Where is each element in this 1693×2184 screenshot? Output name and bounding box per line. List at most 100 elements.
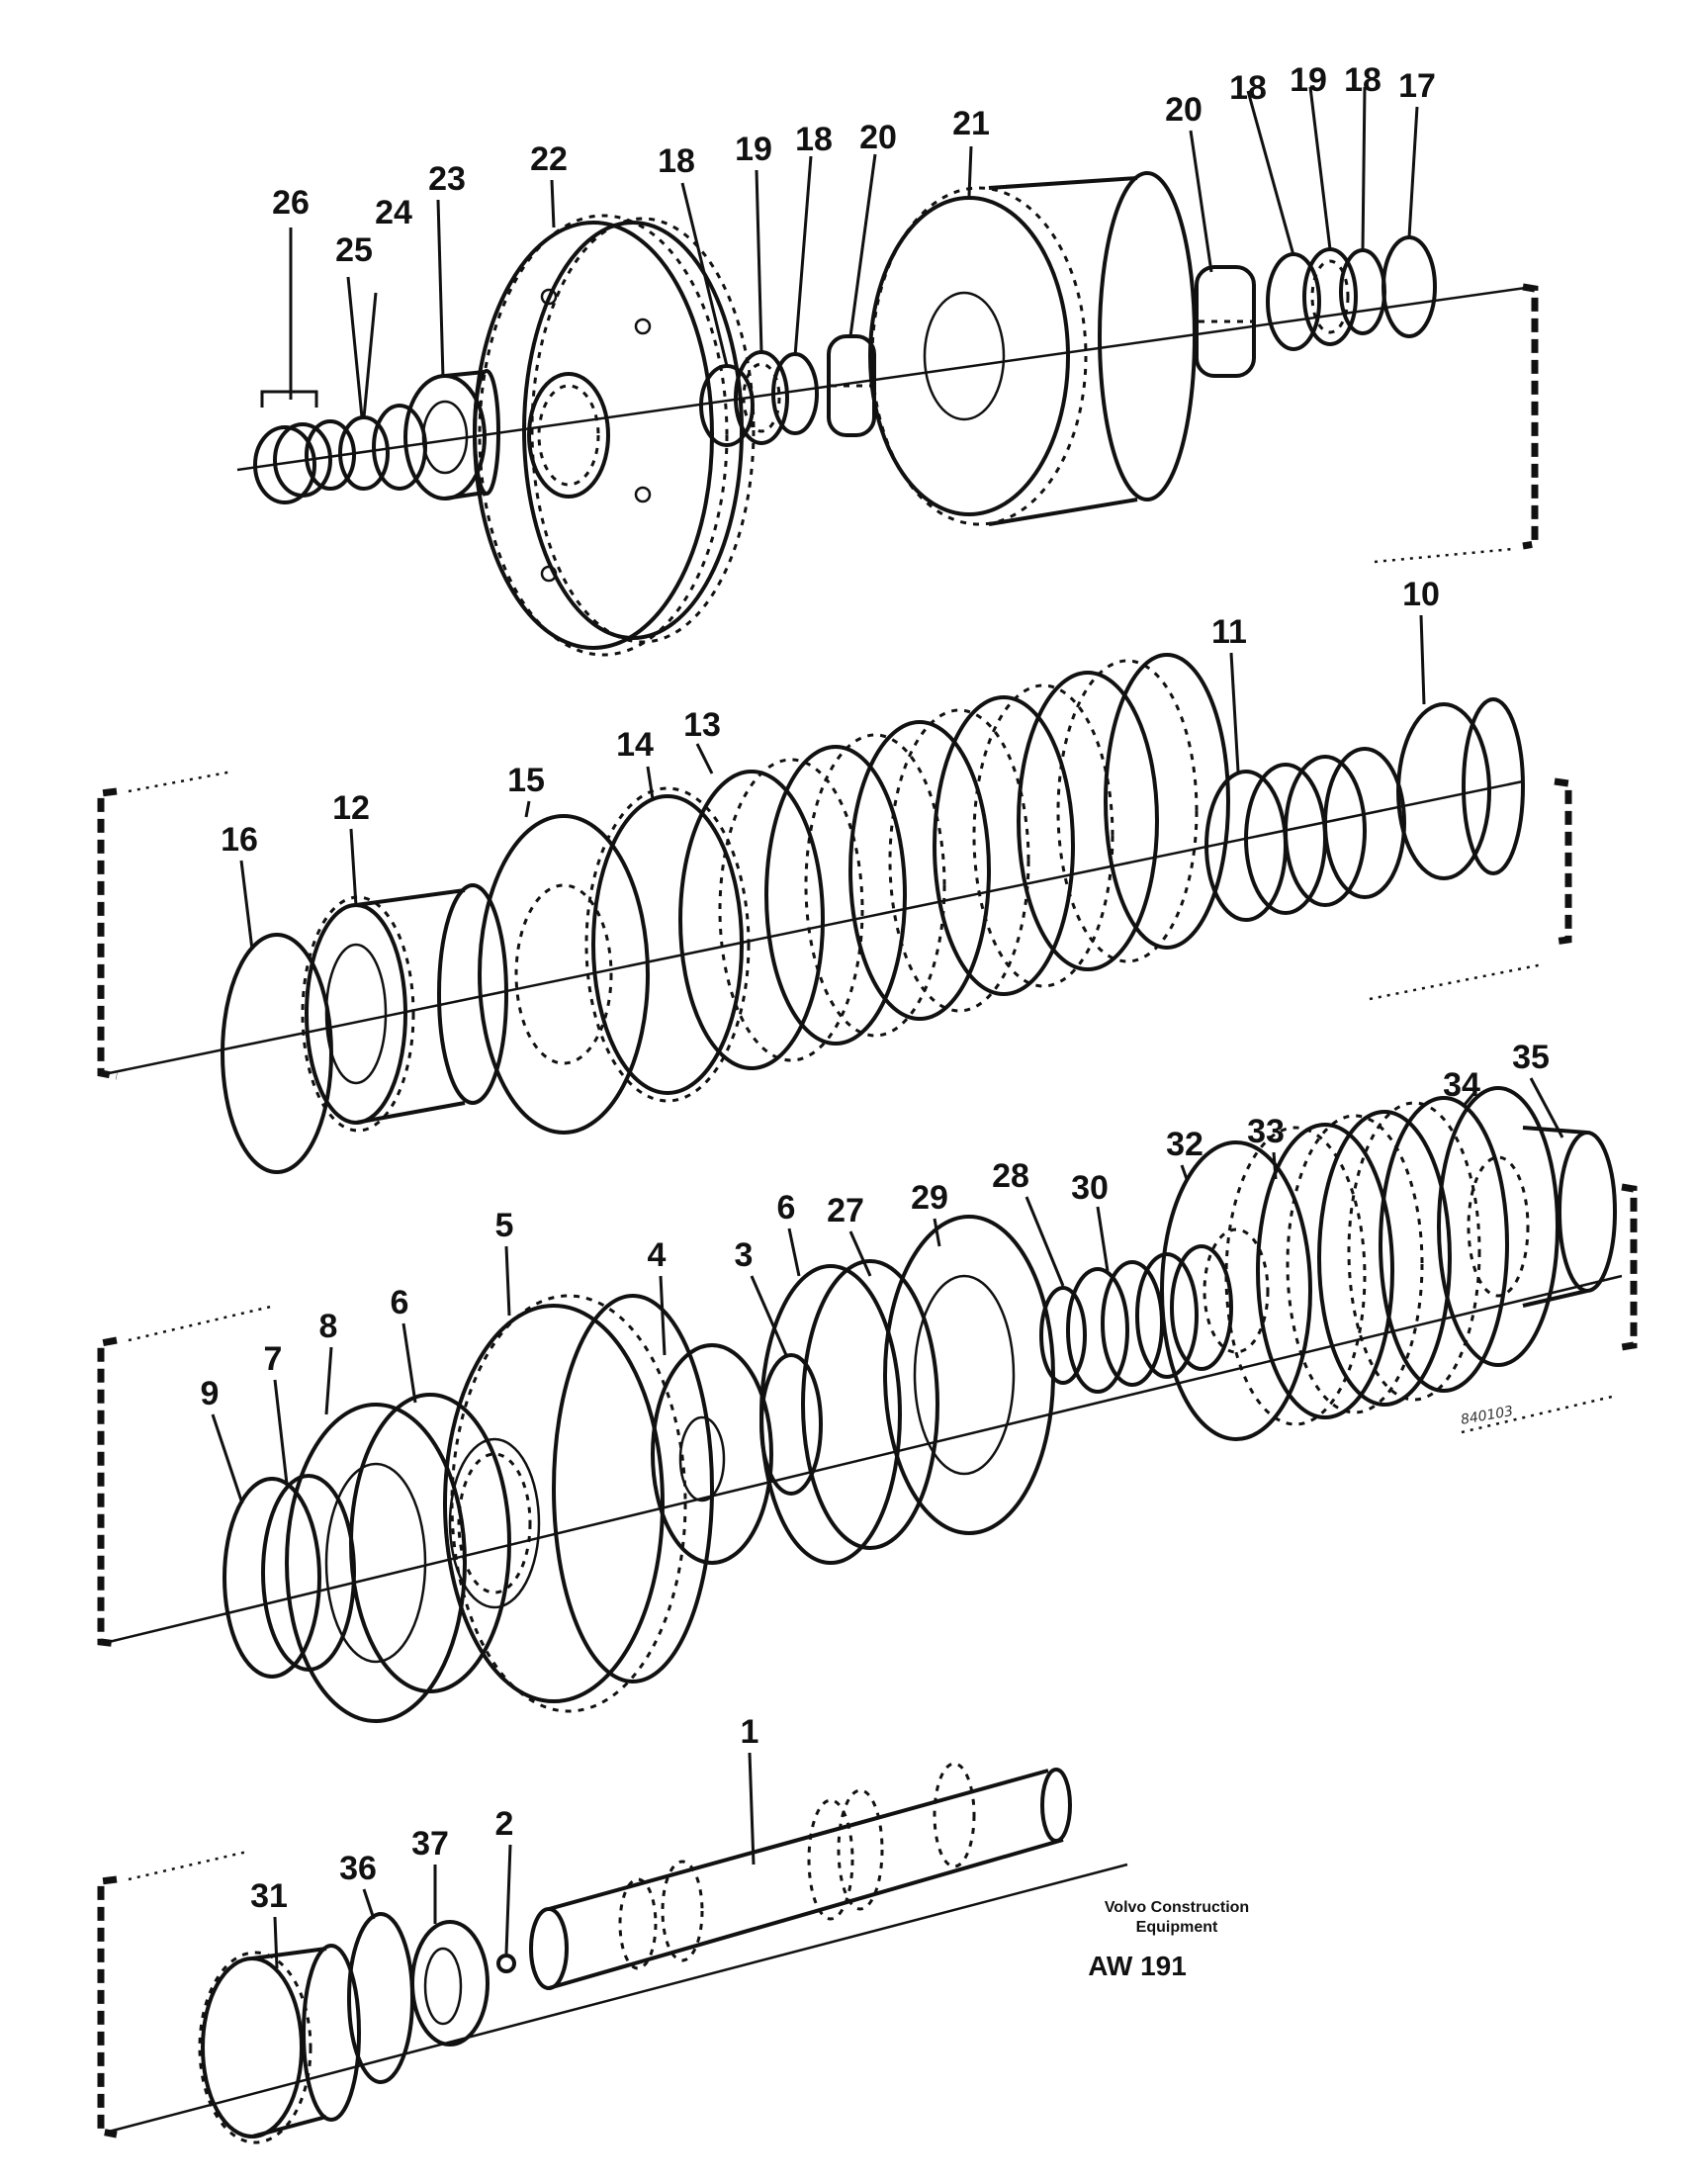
plate-34-spline [1467,1155,1530,1298]
leader-16 [239,860,254,951]
gear-22-hub [527,372,610,499]
shaft-1-spline-c [933,1762,976,1868]
plate-pack-13 [678,653,1230,1070]
hub-31-back [302,1944,361,2122]
drum-21-bore [923,291,1006,421]
spring-30-coil-4 [1170,1244,1233,1371]
ring-28 [1039,1286,1087,1385]
drawing-code: AW 191 [1088,1951,1187,1981]
ring-35 [1558,1131,1617,1293]
shaft-1-body [548,1769,1064,1990]
plate-33-3 [1286,1114,1424,1414]
gear-22-hole-4 [540,565,558,583]
row-3-axis [108,1274,1623,1644]
disc-14-teeth [584,786,751,1103]
callout-35: 35 [1512,1039,1550,1076]
ring-26b [273,422,332,498]
gear-5-face [443,1304,665,1703]
callout-14: 14 [616,726,654,764]
plate-33-5 [1347,1101,1481,1402]
row-2-dotted-left [128,770,233,793]
gear-22-hub-spline [537,384,600,487]
leader-19a [755,169,763,353]
leader-19b [1308,86,1332,250]
shaft-1-section-b [661,1860,704,1962]
shaft-1-section-a [618,1877,658,1970]
piston-8-bore [324,1462,427,1664]
bearing-23-inner [421,400,469,475]
callout-2: 2 [495,1805,514,1843]
callout-28: 28 [992,1157,1029,1195]
gear-5-hub [448,1437,541,1609]
row-1-bracket [1522,283,1539,550]
leader-24 [362,292,378,418]
gear-22-hole-1 [540,288,558,306]
ring-6a [349,1393,511,1693]
ball-2 [496,1954,516,1973]
gear-22-face [473,221,714,650]
hub-31-front [201,1956,304,2138]
callout-31: 31 [250,1877,288,1915]
leader-31 [273,1916,279,1969]
callout-20a: 20 [859,119,897,156]
row-2-assembly [97,653,1572,1174]
leader-33 [1272,1151,1278,1180]
plate-33-2 [1256,1123,1394,1419]
disc-4 [651,1343,773,1565]
callout-29: 29 [911,1179,948,1217]
leader-17 [1407,106,1419,238]
callout-13: 13 [683,706,721,744]
row-2-left-bracket [97,787,118,1080]
retainer-10 [1396,702,1491,880]
leader-5 [504,1245,511,1317]
plate-13-9 [1017,671,1159,971]
plate-13-11 [1104,653,1230,950]
callout-8: 8 [319,1308,338,1345]
leader-12 [349,828,358,907]
callout-15: 15 [507,762,545,799]
callout-1: 1 [741,1713,759,1751]
callout-30: 30 [1071,1169,1109,1207]
spring-11-coil-4 [1323,747,1406,899]
bearing-20b [1195,265,1256,378]
disc-32-spline [1203,1228,1270,1354]
row-1-dotted [1374,547,1514,564]
leader-4 [659,1275,667,1356]
drawing-stamp: 840103 [1460,1404,1514,1428]
callout-3: 3 [735,1236,754,1274]
leader-35 [1529,1077,1564,1138]
plate-33-1 [1224,1126,1367,1426]
shaft-1-spline-b [837,1788,884,1911]
callout-12: 12 [332,789,370,827]
hub-31-teeth [198,1951,312,2144]
leader-21 [967,145,973,197]
callout-26: 26 [272,184,310,222]
washer-37-bore [423,1947,463,2026]
row-3-right-bracket [1621,1183,1638,1351]
callout-9: 9 [201,1375,220,1412]
hub-12-teeth [301,895,415,1133]
row-2-dotted-right [1369,962,1544,1001]
callout-19b: 19 [1290,61,1327,99]
gear-22-hole-3 [634,486,652,503]
plate-34 [1437,1086,1559,1367]
leader-22 [550,179,556,228]
ring-27 [801,1259,939,1550]
hub-31-body [251,1947,327,2138]
leader-28 [1025,1196,1065,1287]
drum-21-front [868,196,1070,516]
drum-21-teeth [870,186,1088,526]
leader-9 [211,1413,244,1504]
row-2-right-bracket [1554,777,1572,946]
brand-line-2: Equipment [1136,1919,1218,1936]
leader-18c [1246,90,1295,256]
ring-26c [305,419,356,491]
title-block: Volvo Construction Equipment AW 191 [1088,1899,1249,1981]
row-4-dotted-left [128,1850,248,1881]
piston-29-bore [913,1274,1016,1476]
hub-12-body [355,888,466,1125]
leader-20b [1189,130,1213,273]
piston-29 [883,1215,1055,1535]
callout-22: 22 [530,140,568,178]
